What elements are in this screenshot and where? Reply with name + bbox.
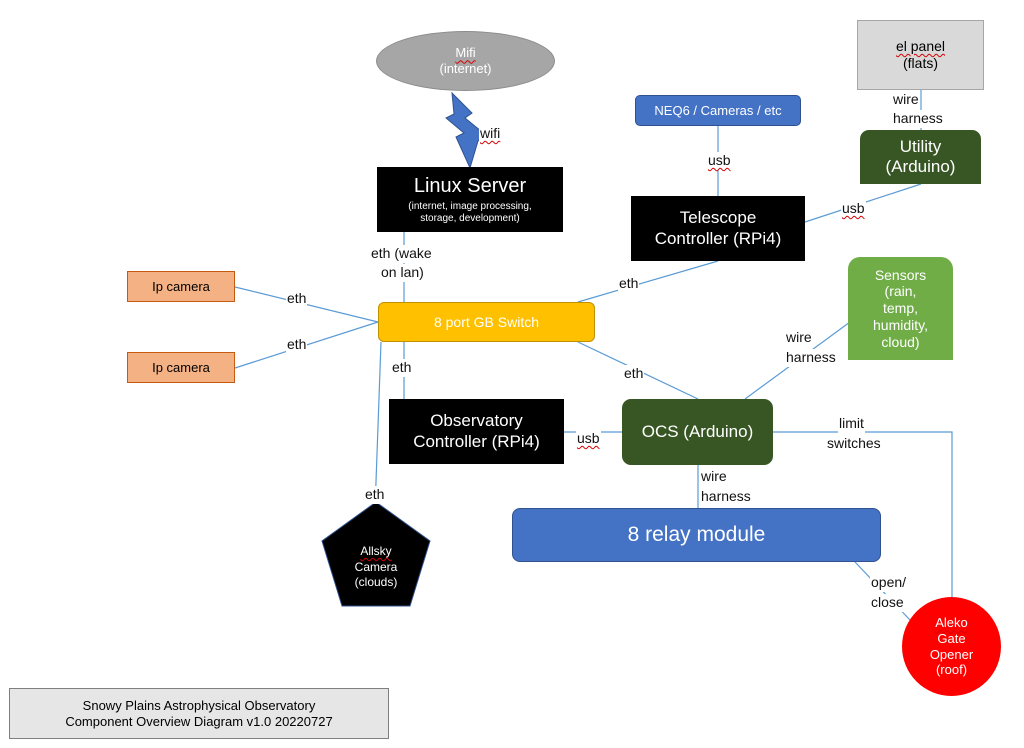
- edge-label-eth-wake-1: eth (wake: [370, 245, 433, 263]
- ocs-node: OCS (Arduino): [622, 399, 773, 465]
- line-switch-allsky: [374, 341, 382, 511]
- linux-server-desc-1: (internet, image processing,: [408, 200, 532, 212]
- aleko-label-1: Aleko: [935, 615, 968, 631]
- allsky-camera-text: Allsky Camera (clouds): [320, 544, 432, 591]
- telescope-controller-node: Telescope Controller (RPi4): [631, 196, 805, 261]
- el-panel-sublabel: (flats): [903, 55, 938, 71]
- edge-label-wire-harness-sensors-2: harness: [785, 349, 837, 367]
- el-panel-label: el panel: [895, 38, 946, 55]
- linux-server-title: Linux Server: [413, 174, 527, 197]
- utility-label: Utility: [899, 136, 942, 156]
- neq6-label: NEQ6 / Cameras / etc: [654, 102, 782, 118]
- mifi-sublabel: (internet): [439, 61, 492, 76]
- mifi-label: Mifi: [455, 45, 476, 61]
- sensors-line-5: cloud): [881, 333, 920, 350]
- switch-label: 8 port GB Switch: [433, 313, 540, 330]
- pentagon-shape: [321, 501, 431, 607]
- ip-camera-node-1: Ip camera: [127, 271, 235, 302]
- edge-label-wire-harness-elpanel-2: harness: [892, 110, 944, 128]
- edge-label-eth-ipcam2: eth: [286, 336, 308, 354]
- edge-label-eth-ocs: eth: [623, 365, 645, 383]
- observatory-controller-node: Observatory Controller (RPi4): [389, 399, 564, 464]
- sensors-label: Sensors: [874, 266, 927, 283]
- telescope-controller-label-2: Controller (RPi4): [654, 228, 782, 248]
- sensors-node: Sensors (rain, temp, humidity, cloud): [848, 257, 953, 360]
- edge-label-wire-harness-relay-1: wire: [700, 468, 728, 486]
- line-telescope-switch: [577, 260, 719, 303]
- utility-sublabel: (Arduino): [885, 157, 956, 176]
- aleko-gate-opener-node: Aleko Gate Opener (roof): [902, 597, 1001, 696]
- sensors-line-4: humidity,: [873, 316, 928, 333]
- mifi-node: Mifi (internet): [376, 31, 555, 91]
- caption-line-2: Component Overview Diagram v1.0 20220727: [65, 713, 333, 729]
- aleko-label-4: (roof): [935, 662, 968, 678]
- edge-label-wifi: wifi: [479, 125, 502, 143]
- ip-camera-label-1: Ip camera: [152, 278, 210, 294]
- relay-module-label: 8 relay module: [627, 523, 766, 547]
- caption-line-1: Snowy Plains Astrophysical Observatory: [82, 697, 316, 713]
- line-ocs-aleko-limit: [773, 431, 953, 597]
- edge-label-eth-telescope: eth: [618, 275, 640, 293]
- utility-node: Utility (Arduino): [860, 130, 981, 184]
- sensors-line-3: temp,: [882, 300, 918, 317]
- edge-label-eth-wake-2: on lan): [380, 264, 425, 282]
- edge-label-eth-allsky: eth: [364, 486, 386, 504]
- edge-label-wire-harness-sensors-1: wire: [785, 329, 813, 347]
- linux-server-desc-2: storage, development): [420, 213, 520, 224]
- ip-camera-node-2: Ip camera: [127, 352, 235, 383]
- aleko-label-2: Gate: [937, 630, 966, 646]
- observatory-controller-label-1: Observatory: [430, 411, 523, 431]
- linux-server-desc: (internet, image processing, storage, de…: [408, 201, 531, 226]
- edge-label-open-close-1: open/: [870, 574, 908, 592]
- allsky-label-3: (clouds): [354, 575, 398, 590]
- edge-label-usb-neq6: usb: [707, 152, 732, 170]
- edge-label-limit-switches-2: switches: [826, 435, 882, 453]
- allsky-label-1: Allsky: [360, 544, 392, 558]
- allsky-camera-node: Allsky Camera (clouds): [320, 500, 432, 608]
- edge-label-wire-harness-relay-2: harness: [700, 488, 752, 506]
- telescope-controller-label-1: Telescope: [679, 208, 757, 228]
- aleko-label-3: Opener: [929, 646, 974, 662]
- edge-label-open-close-2: close: [870, 594, 905, 612]
- linux-server-node: Linux Server (internet, image processing…: [377, 167, 563, 232]
- switch-node: 8 port GB Switch: [378, 302, 595, 342]
- edge-label-usb-utility: usb: [841, 200, 866, 218]
- observatory-controller-label-2: Controller (RPi4): [413, 431, 540, 451]
- neq6-node: NEQ6 / Cameras / etc: [635, 95, 801, 126]
- edge-label-eth-obsctl: eth: [391, 359, 413, 377]
- edge-label-eth-ipcam1: eth: [286, 290, 308, 308]
- diagram-caption: Snowy Plains Astrophysical Observatory C…: [9, 688, 389, 739]
- edge-label-wire-harness-elpanel-1: wire: [892, 91, 920, 109]
- el-panel-node: el panel (flats): [857, 20, 984, 90]
- allsky-label-2: Camera: [354, 559, 398, 574]
- sensors-line-2: (rain,: [884, 283, 917, 300]
- ip-camera-label-2: Ip camera: [152, 359, 210, 375]
- edge-label-limit-switches-1: limit: [838, 415, 865, 433]
- ocs-label: OCS (Arduino): [641, 421, 754, 441]
- relay-module-node: 8 relay module: [512, 508, 881, 562]
- edge-label-usb-obs-ocs: usb: [576, 430, 601, 448]
